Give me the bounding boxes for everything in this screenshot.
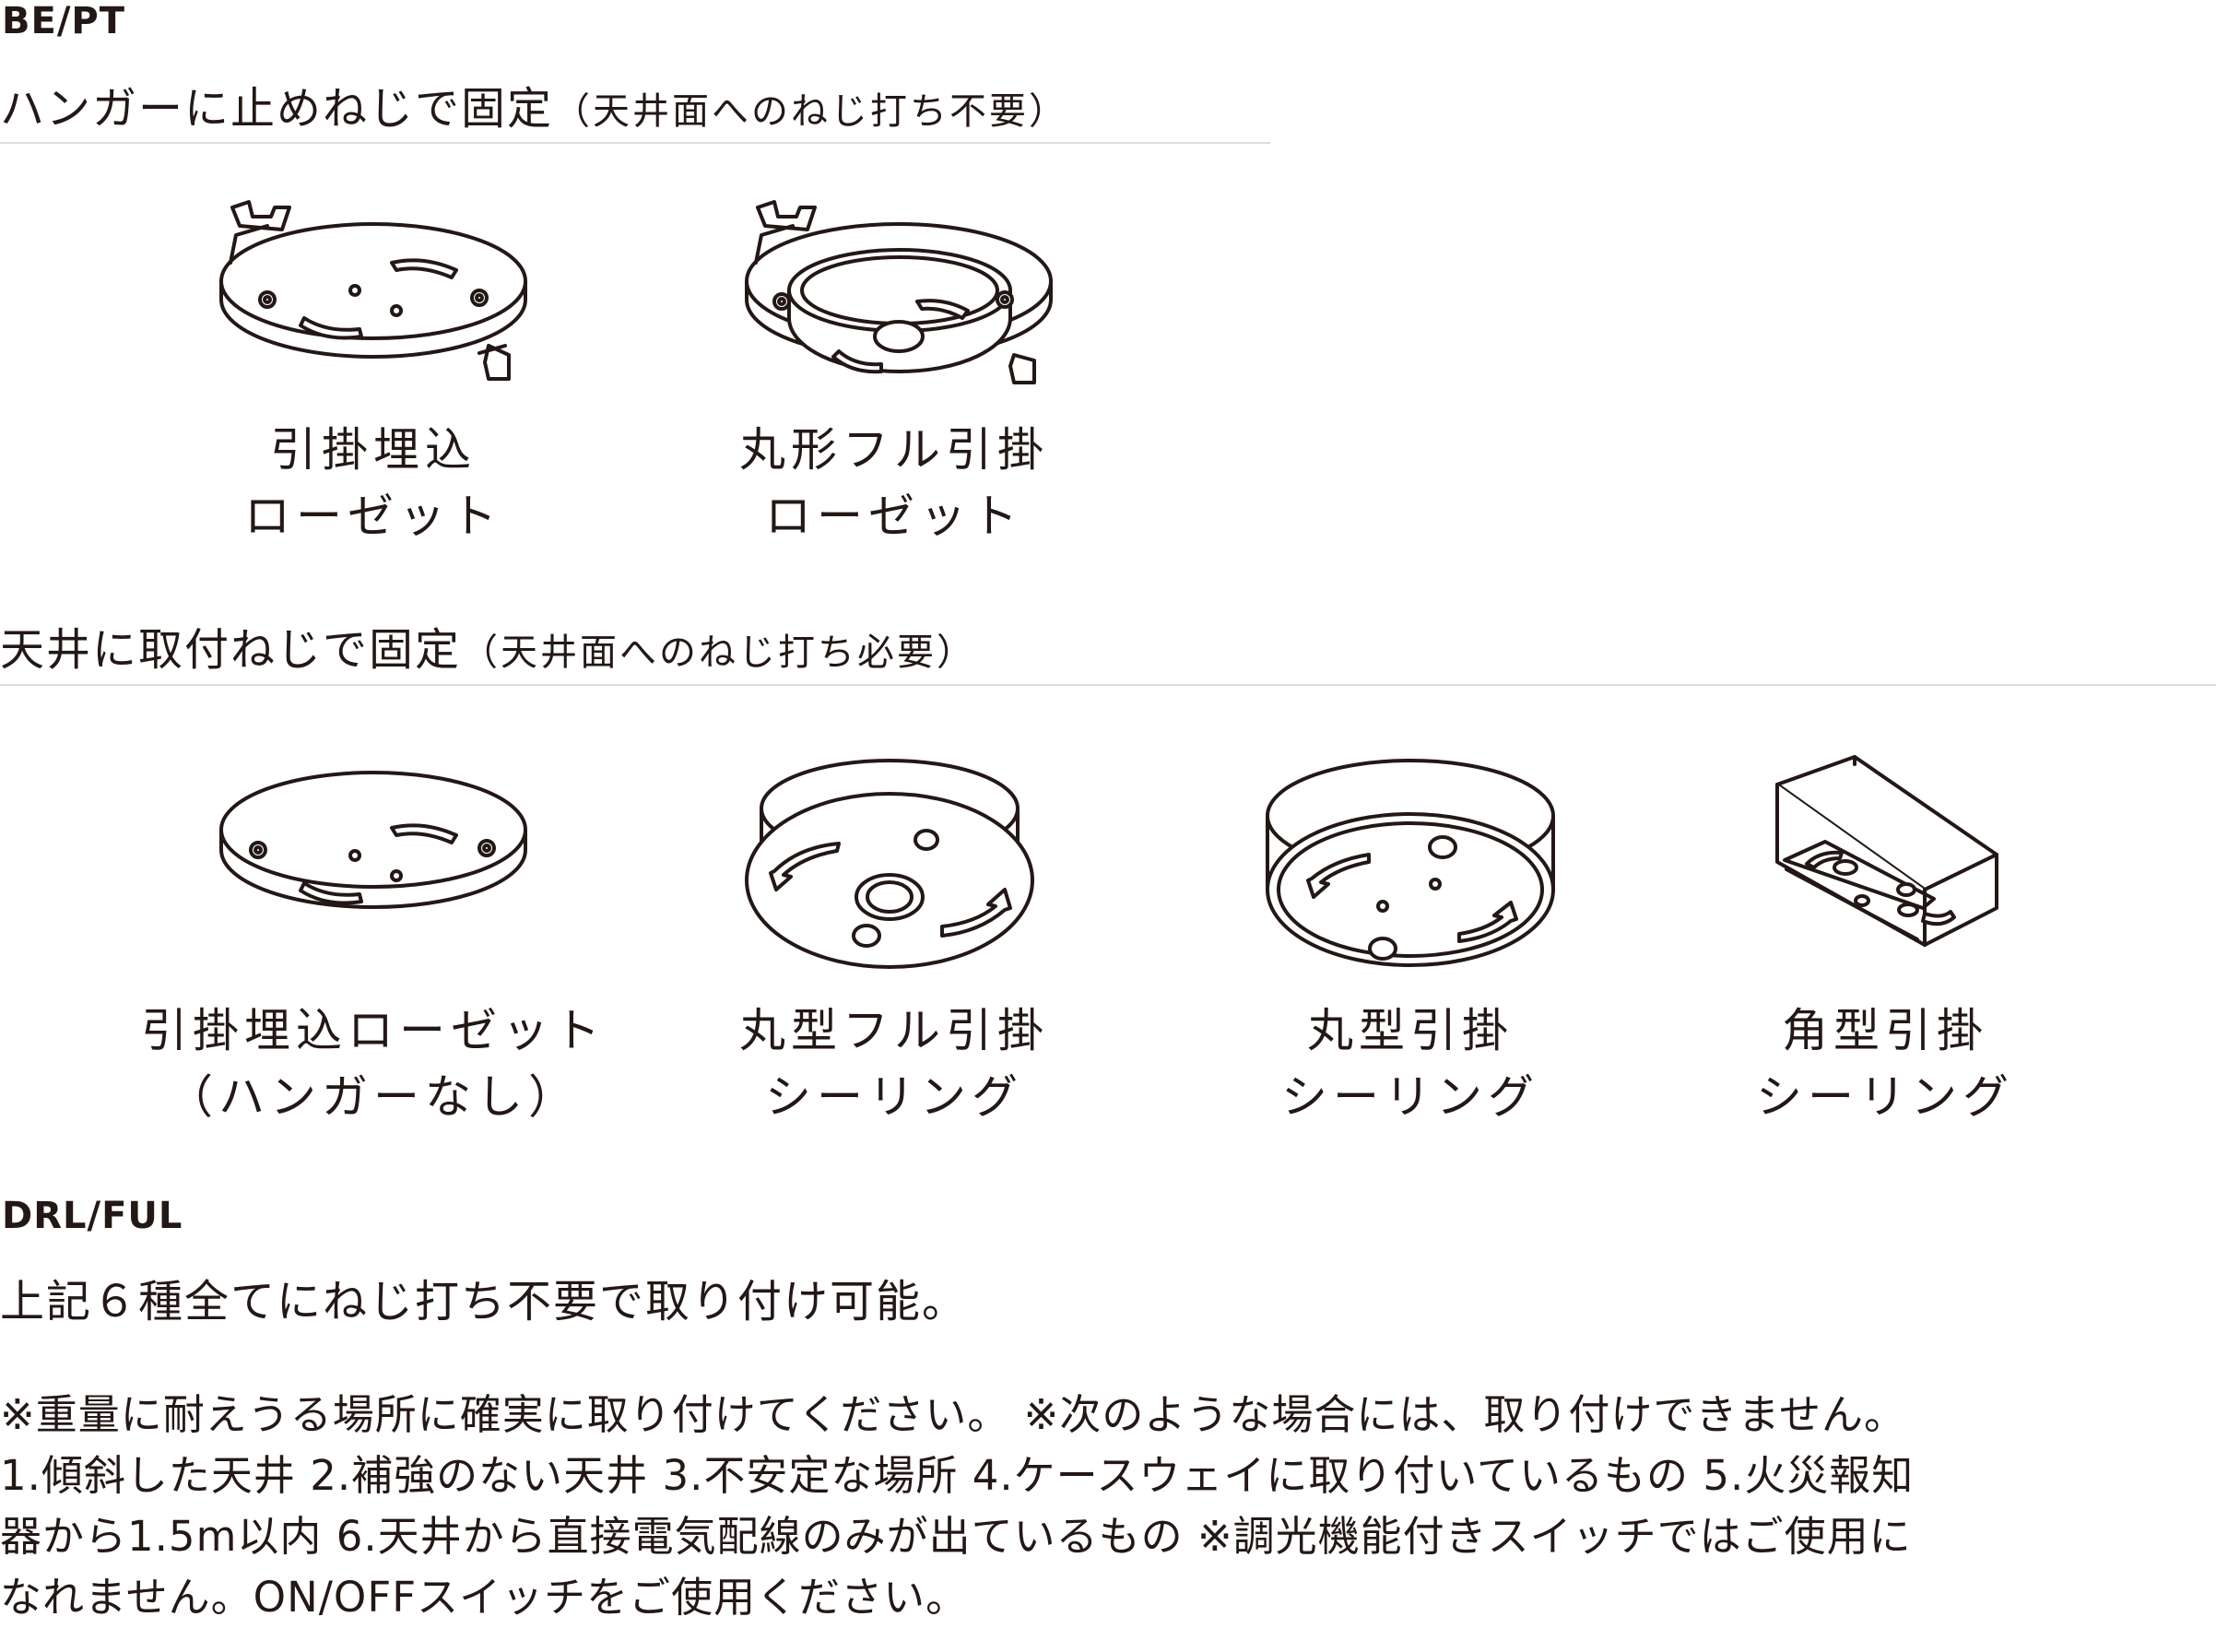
note-line: ※重量に耐えうる場所に確実に取り付けてください。 ※次のような場合には、取り付け… bbox=[0, 1390, 1907, 1439]
marugata-full-hikkake-ceiling-icon bbox=[745, 759, 1034, 969]
hikkake-umekomi-rosette-icon bbox=[219, 771, 527, 909]
heading-ceiling-paren: （天井面へのねじ打ち必要） bbox=[461, 631, 977, 674]
caption-marugata-hikkake-ceiling: 丸型引掛 シーリング bbox=[1263, 997, 1558, 1130]
heading-hanger-fixed: ハンガーに止めねじで固定（天井面へのねじ打ち不要） bbox=[0, 72, 1068, 136]
caption-line1: 引掛埋込 bbox=[270, 423, 477, 477]
heading-ceiling-main: 天井に取付ねじで固定 bbox=[0, 624, 462, 676]
heading-hanger-paren: （天井面へのねじ打ち不要） bbox=[553, 90, 1069, 133]
caption-kakugata-hikkake-ceiling: 角型引掛 シーリング bbox=[1738, 997, 2033, 1130]
caption-line2: シーリング bbox=[1281, 1070, 1539, 1124]
caption-hikkake-umekomi-rosette-no-hanger: 引掛埋込ローゼット （ハンガーなし） bbox=[129, 997, 618, 1130]
caption-marugata-full-hikkake-rosette: 丸形フル引掛 ローゼット bbox=[728, 417, 1060, 549]
note-line: 1.傾斜した天井 2.補強のない天井 3.不安定な場所 4.ケースウェイに取り付… bbox=[0, 1451, 1915, 1500]
caption-line2: シーリング bbox=[765, 1070, 1023, 1124]
marugata-hikkake-ceiling-icon bbox=[1266, 759, 1555, 967]
caption-hikkake-umekomi-rosette: 引掛埋込 ローゼット bbox=[221, 417, 525, 549]
caption-marugata-full-hikkake-ceiling: 丸型フル引掛 シーリング bbox=[728, 997, 1060, 1130]
caption-line1: 丸形フル引掛 bbox=[739, 423, 1049, 477]
divider-ceiling bbox=[0, 684, 2216, 686]
caption-line2: ローゼット bbox=[244, 490, 502, 543]
hikkake-umekomi-rosette-hanger-icon bbox=[219, 200, 527, 381]
drl-ful-description: 上記６種全てにねじ打ち不要で取り付け可能。 bbox=[0, 1276, 969, 1328]
caption-line2: ローゼット bbox=[765, 490, 1023, 543]
note-line: なれません。ON/OFFスイッチをご使用ください。 bbox=[0, 1573, 969, 1622]
caption-line1: 角型引掛 bbox=[1782, 1004, 1988, 1057]
divider-hanger bbox=[0, 142, 1270, 144]
caption-line2: シーリング bbox=[1756, 1070, 2014, 1124]
caption-line2: （ハンガーなし） bbox=[167, 1070, 580, 1124]
heading-ceiling-fixed: 天井に取付ねじで固定（天井面へのねじ打ち必要） bbox=[0, 613, 976, 678]
section-code-drl-ful: DRL/FUL bbox=[2, 1195, 183, 1237]
kakugata-hikkake-ceiling-icon bbox=[1775, 755, 1998, 947]
caption-line1: 丸型フル引掛 bbox=[739, 1004, 1049, 1057]
marugata-full-hikkake-rosette-icon bbox=[745, 200, 1053, 384]
section-code-be-pt: BE/PT bbox=[2, 0, 126, 42]
note-line: 器から1.5m以内 6.天井から直接電気配線のみが出ているもの ※調光機能付きス… bbox=[0, 1512, 1912, 1561]
installation-notes: ※重量に耐えうる場所に確実に取り付けてください。 ※次のような場合には、取り付け… bbox=[0, 1385, 2216, 1628]
caption-line1: 引掛埋込ローゼット bbox=[141, 1004, 606, 1057]
caption-line1: 丸型引掛 bbox=[1307, 1004, 1514, 1057]
heading-hanger-main: ハンガーに止めねじで固定 bbox=[0, 83, 554, 135]
